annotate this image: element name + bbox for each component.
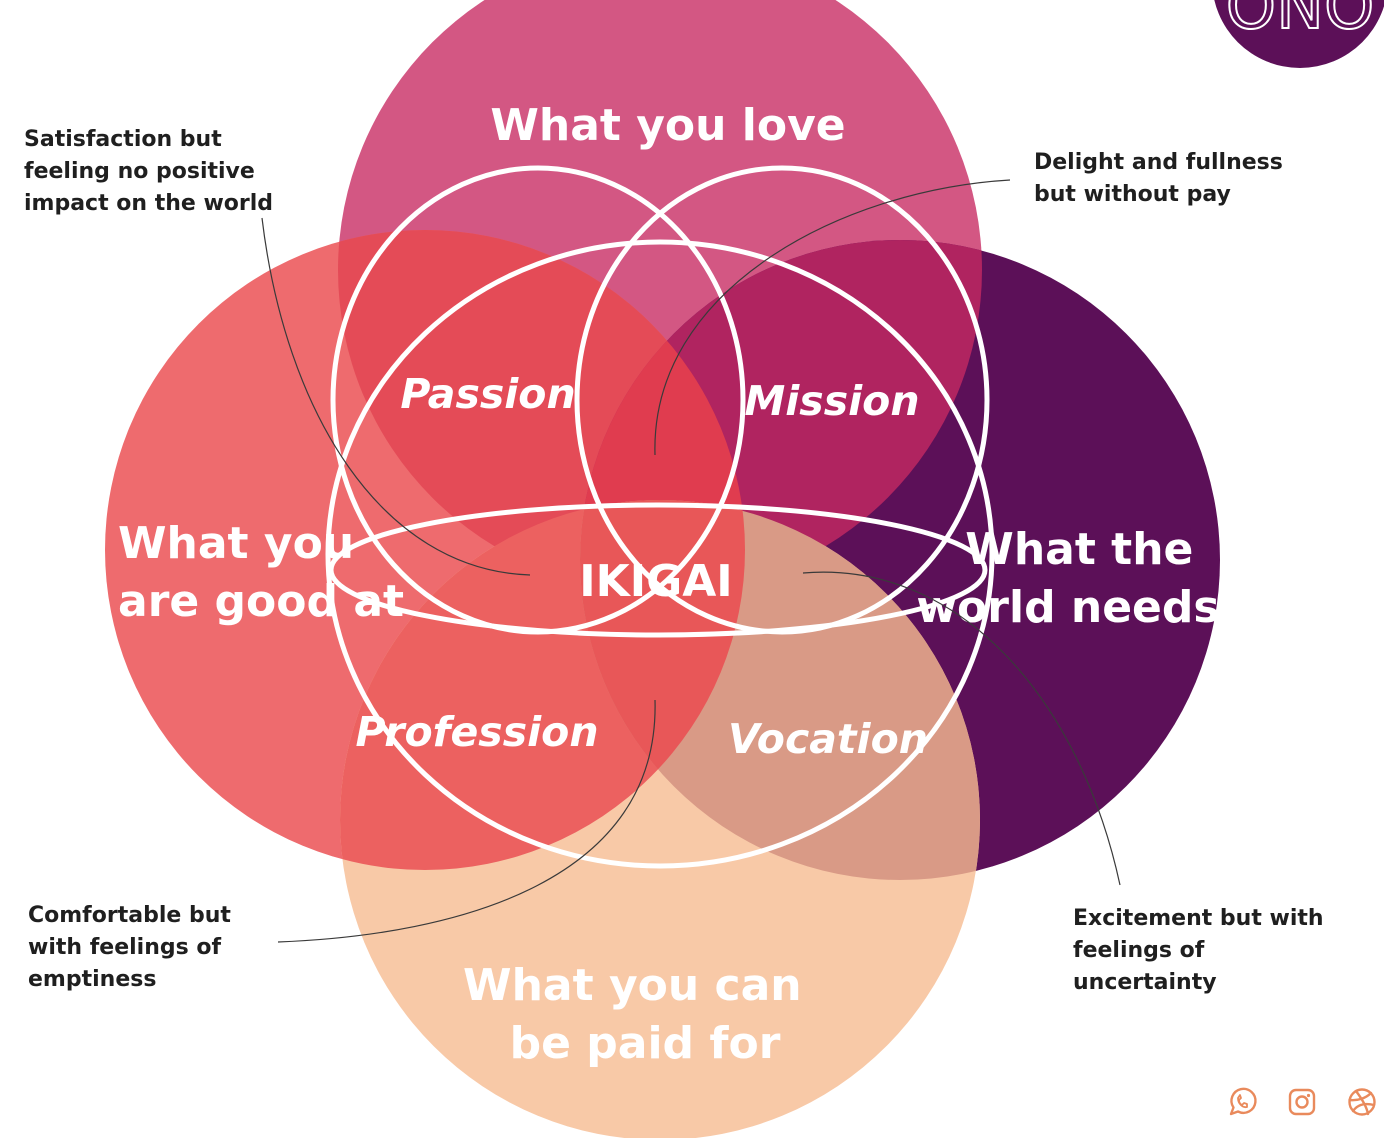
label-vocation: Vocation	[728, 715, 928, 763]
note-bottom-right: Excitement but with feelings of uncertai…	[1073, 906, 1331, 995]
leader-line-top-right	[654, 179, 1011, 456]
label-profession: Profession	[355, 708, 598, 756]
label-ikigai: IKIGAI	[579, 556, 732, 607]
note-top-right: Delight and fullness but without pay	[1034, 150, 1291, 207]
label-world-needs: What the world needs	[916, 524, 1219, 633]
label-what-you-love: What you love	[490, 100, 845, 151]
leader-line-top-left	[261, 217, 531, 576]
whatsapp-icon[interactable]	[1229, 1087, 1257, 1116]
instagram-icon[interactable]	[1288, 1088, 1316, 1116]
note-bottom-left: Comfortable but with feelings of emptine…	[28, 903, 239, 992]
label-passion: Passion	[400, 370, 575, 418]
logo-text: ONO	[1226, 0, 1375, 44]
note-top-left: Satisfaction but feeling no positive imp…	[24, 127, 273, 216]
inner-ring-bottom	[328, 502, 988, 638]
brand-logo: ONO	[1214, 0, 1384, 68]
label-mission: Mission	[744, 377, 919, 425]
label-good-at: What you are good at	[118, 518, 404, 627]
label-paid-for: What you can be paid for	[463, 960, 817, 1069]
leader-line-bottom-right	[802, 571, 1121, 886]
leader-line-bottom-left	[277, 699, 656, 943]
inner-ring-top	[325, 239, 995, 869]
dribbble-icon[interactable]	[1348, 1088, 1376, 1116]
